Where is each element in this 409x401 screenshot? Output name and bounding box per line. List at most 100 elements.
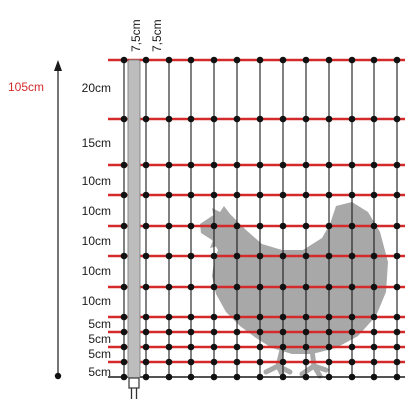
mesh-knot [142, 252, 150, 260]
mesh-knot [393, 161, 401, 169]
mesh-knot [187, 343, 195, 351]
mesh-knot [348, 161, 356, 169]
mesh-knot [142, 313, 150, 321]
mesh-knot [120, 222, 128, 230]
mesh-knot [210, 115, 218, 123]
mesh-knot [120, 252, 128, 260]
spacing-label: 20cm [82, 81, 111, 95]
mesh-knot [233, 283, 241, 291]
mesh-knot [256, 191, 264, 199]
mesh-knot [325, 191, 333, 199]
mesh-knot [348, 343, 356, 351]
mesh-knot [120, 191, 128, 199]
mesh-knot [142, 115, 150, 123]
mesh-knot [370, 115, 378, 123]
mesh-knot [233, 313, 241, 321]
mesh-knot [302, 343, 310, 351]
mesh-knot [279, 328, 287, 336]
mesh-knot [370, 252, 378, 260]
mesh-knot [165, 328, 173, 336]
mesh-knot [325, 343, 333, 351]
mesh-knot [393, 328, 401, 336]
mesh-knot [210, 343, 218, 351]
mesh-knot [120, 328, 128, 336]
mesh-knot [256, 358, 264, 366]
spacing-label: 5cm [88, 317, 111, 331]
mesh-knot [210, 328, 218, 336]
mesh-knot [120, 373, 128, 381]
spacing-label: 10cm [82, 264, 111, 278]
mesh-knot [233, 343, 241, 351]
spacing-label: 5cm [88, 365, 111, 379]
mesh-knot [210, 358, 218, 366]
mesh-knot [256, 313, 264, 321]
mesh-knot [370, 161, 378, 169]
mesh-knot [142, 222, 150, 230]
mesh-knot [325, 161, 333, 169]
mesh-knot [210, 373, 218, 381]
mesh-knot [210, 191, 218, 199]
fence-post-icon [127, 59, 141, 399]
mesh-knot [142, 191, 150, 199]
mesh-knot [233, 328, 241, 336]
mesh-knot [370, 191, 378, 199]
mesh-knot [142, 328, 150, 336]
mesh-knot [370, 358, 378, 366]
mesh-knot [210, 222, 218, 230]
spacing-label: 10cm [82, 174, 111, 188]
mesh-knot [120, 283, 128, 291]
mesh-knot [233, 115, 241, 123]
mesh-knot [142, 283, 150, 291]
mesh-knot [279, 313, 287, 321]
mesh-knot [325, 115, 333, 123]
mesh-knot [187, 191, 195, 199]
spacing-label: 10cm [82, 234, 111, 248]
mesh-knot [302, 222, 310, 230]
mesh-knot [370, 328, 378, 336]
mesh-knot [187, 328, 195, 336]
total-height-arrow [54, 60, 62, 380]
mesh-knot [393, 313, 401, 321]
mesh-knot [187, 161, 195, 169]
mesh-knot [348, 222, 356, 230]
spacing-label: 5cm [88, 347, 111, 361]
spacing-label: 10cm [82, 204, 111, 218]
spacing-label: 15cm [82, 136, 111, 150]
mesh-knot [302, 283, 310, 291]
mesh-knot [279, 222, 287, 230]
mesh-knot [256, 283, 264, 291]
mesh-knot [233, 358, 241, 366]
mesh-knot [393, 222, 401, 230]
mesh-knot [165, 161, 173, 169]
mesh-knot [233, 56, 241, 64]
mesh-knot [370, 222, 378, 230]
mesh-knot [279, 191, 287, 199]
mesh-knot [348, 283, 356, 291]
mesh-knot [302, 56, 310, 64]
mesh-knot [165, 343, 173, 351]
mesh-knot [279, 358, 287, 366]
mesh-knot [325, 222, 333, 230]
mesh-knot [370, 373, 378, 381]
mesh-knot [142, 161, 150, 169]
mesh-knot [187, 56, 195, 64]
mesh-knot [233, 373, 241, 381]
post-spacing-label: 7,5cm [129, 19, 143, 52]
mesh-knot [325, 358, 333, 366]
mesh-knot [370, 56, 378, 64]
mesh-knot [233, 191, 241, 199]
mesh-knot [256, 115, 264, 123]
mesh-knot [256, 252, 264, 260]
mesh-knot [120, 358, 128, 366]
mesh-knot [165, 373, 173, 381]
mesh-knot [120, 161, 128, 169]
mesh-knot [279, 161, 287, 169]
mesh-knot [165, 56, 173, 64]
mesh-knot [256, 343, 264, 351]
mesh-knot [120, 56, 128, 64]
mesh-knot [120, 115, 128, 123]
mesh-knot [187, 373, 195, 381]
mesh-knot [393, 373, 401, 381]
mesh-knot [256, 161, 264, 169]
